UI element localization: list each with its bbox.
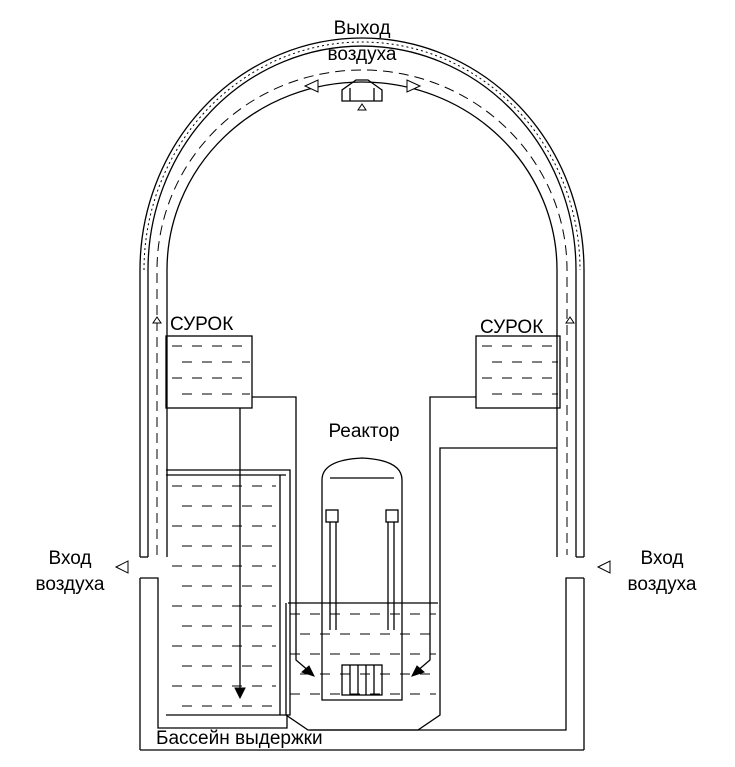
air-inlet-left-label-2: воздуха xyxy=(36,574,105,595)
suroc-right-label: СУРОК xyxy=(480,317,543,338)
right-pool-flow xyxy=(415,603,431,673)
air-outlet-cap xyxy=(341,79,383,102)
arrow-inlet-left-icon xyxy=(114,560,129,574)
inner-containment-wall xyxy=(166,81,558,557)
outer-containment-wall xyxy=(139,37,585,557)
right-air-up-arrow-icon xyxy=(565,316,575,324)
outlet-up-arrow-icon xyxy=(357,103,367,111)
air-gap-centerline xyxy=(156,69,568,555)
left-storage-tank xyxy=(166,469,291,716)
left-pool-flow xyxy=(295,603,311,673)
air-outlet-label-1: Выход xyxy=(334,18,391,39)
air-inlet-right-label-1: Вход xyxy=(641,548,684,569)
air-inlet-right-label-2: воздуха xyxy=(628,574,697,595)
left-pool-arrow-icon xyxy=(301,665,315,677)
arrow-outlet-right-icon xyxy=(406,79,422,93)
reactor-nozzle-left xyxy=(325,509,339,523)
air-inlet-left-label-1: Вход xyxy=(49,548,92,569)
arrow-inlet-right-icon xyxy=(596,560,611,574)
right-pool-arrow-icon xyxy=(411,665,425,677)
left-duct xyxy=(252,396,297,603)
pool-label: Бассейн выдержки xyxy=(156,728,323,749)
outer-wall-inner-line xyxy=(147,45,577,557)
suroc-left-label: СУРОК xyxy=(170,314,233,335)
reactor-core xyxy=(341,664,383,696)
lower-left-wall xyxy=(140,577,288,729)
downflow-arrow-icon xyxy=(234,687,246,700)
reactor-label: Реактор xyxy=(328,421,399,442)
outer-wall-hatch xyxy=(143,41,581,271)
water-fill-left-suroc xyxy=(172,345,250,395)
right-inner-duct xyxy=(439,447,557,603)
water-fill-central-pool xyxy=(290,613,436,695)
suroc-left-tank xyxy=(165,335,253,409)
lower-right-wall xyxy=(310,577,584,731)
water-fill-left-tank xyxy=(172,485,276,707)
right-duct xyxy=(429,396,476,603)
air-outlet-label-2: воздуха xyxy=(328,44,397,65)
central-pool xyxy=(285,603,441,731)
left-air-up-arrow-icon xyxy=(152,316,162,324)
reactor-vessel xyxy=(321,457,403,701)
water-fill-right-suroc xyxy=(482,345,558,395)
arrow-outlet-left-icon xyxy=(303,79,319,93)
reactor-nozzle-right xyxy=(385,509,399,523)
suroc-right-tank xyxy=(475,335,561,409)
